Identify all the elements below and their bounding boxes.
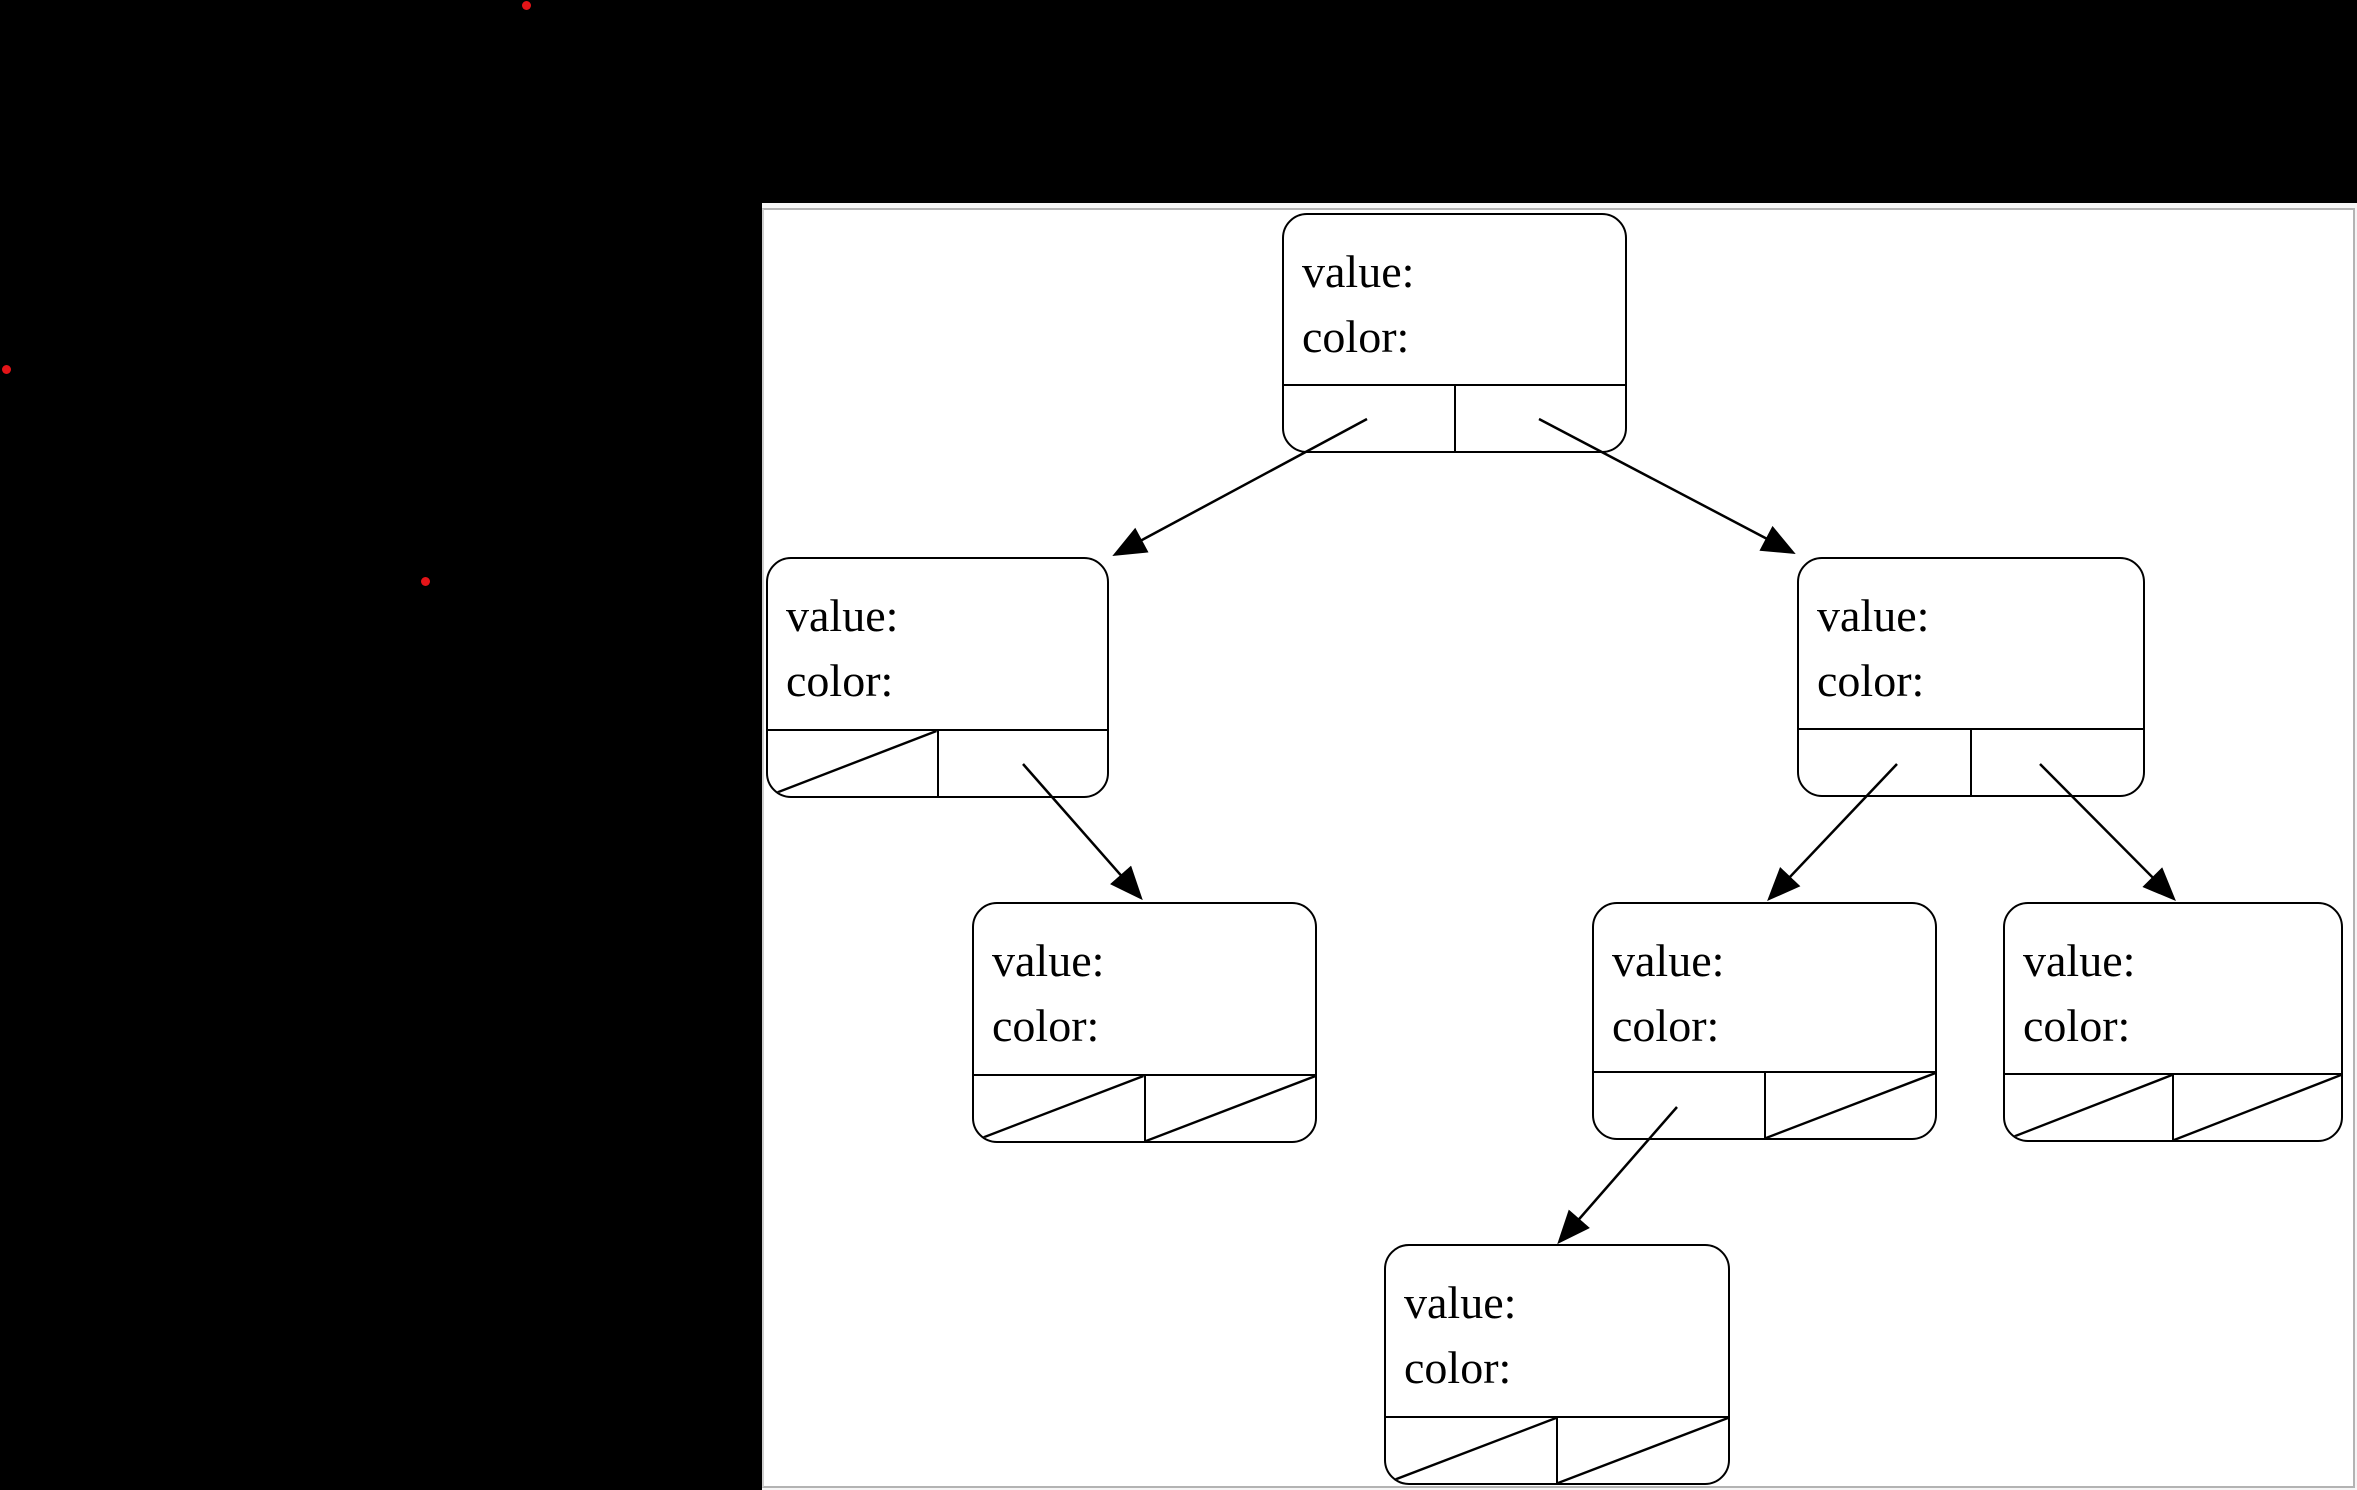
color-field-label: color: [2023, 1000, 2131, 1051]
value-field-label: value: [1817, 590, 1930, 641]
node-fields: value: color: [768, 559, 1107, 729]
left-pointer-cell [1594, 1073, 1766, 1138]
pointer-row [1284, 384, 1625, 451]
node-fields: value: color: [1594, 904, 1935, 1071]
value-field-label: value: [992, 935, 1105, 986]
null-pointer-slash [768, 731, 937, 796]
left-pointer-cell [1799, 730, 1972, 795]
null-pointer-slash [1558, 1418, 1728, 1483]
tree-node-right-child: value: color: [1797, 557, 2145, 797]
color-field-label: color: [992, 1000, 1100, 1051]
null-pointer-slash [974, 1076, 1144, 1141]
node-fields: value: color: [1799, 559, 2143, 728]
value-field-label: value: [1404, 1277, 1517, 1328]
value-field-label: value: [1612, 935, 1725, 986]
value-field-label: value: [1302, 246, 1415, 297]
null-pointer-slash [1766, 1073, 1936, 1138]
right-pointer-cell [1558, 1418, 1728, 1483]
left-pointer-cell [2005, 1075, 2174, 1140]
left-pointer-cell [1284, 386, 1456, 451]
value-field-label: value: [786, 590, 899, 641]
pointer-row [1386, 1416, 1728, 1483]
tree-node-left-child: value: color: [766, 557, 1109, 798]
pointer-row [768, 729, 1107, 796]
right-pointer-cell [2174, 1075, 2341, 1140]
red-annotation-dot [2, 365, 11, 374]
tree-node-right-left-grandchild: value: color: [1592, 902, 1937, 1140]
color-field-label: color: [1404, 1342, 1512, 1393]
tree-node-left-right-grandchild: value: color: [972, 902, 1317, 1143]
color-field-label: color: [1612, 1000, 1720, 1051]
right-pointer-cell [1972, 730, 2143, 795]
node-fields: value: color: [974, 904, 1315, 1074]
null-pointer-slash [1386, 1418, 1556, 1483]
null-pointer-slash [1146, 1076, 1316, 1141]
left-pointer-cell [1386, 1418, 1558, 1483]
pointer-row [2005, 1073, 2341, 1140]
tree-node-right-right-grandchild: value: color: [2003, 902, 2343, 1142]
null-pointer-slash [2174, 1075, 2341, 1140]
pointer-row [1799, 728, 2143, 795]
color-field-label: color: [1817, 655, 1925, 706]
node-fields: value: color: [1284, 215, 1625, 384]
right-pointer-cell [1146, 1076, 1316, 1141]
pointer-row [974, 1074, 1315, 1141]
right-pointer-cell [1456, 386, 1626, 451]
red-annotation-dot [522, 1, 531, 10]
node-fields: value: color: [1386, 1246, 1728, 1416]
null-pointer-slash [2005, 1075, 2172, 1140]
red-annotation-dot [421, 577, 430, 586]
left-pointer-cell [768, 731, 939, 796]
pointer-row [1594, 1071, 1935, 1138]
tree-node-root: value: color: [1282, 213, 1627, 453]
value-field-label: value: [2023, 935, 2136, 986]
right-pointer-cell [939, 731, 1108, 796]
node-fields: value: color: [2005, 904, 2341, 1073]
left-pointer-cell [974, 1076, 1146, 1141]
color-field-label: color: [786, 655, 894, 706]
tree-node-right-left-left-great-grandchild: value: color: [1384, 1244, 1730, 1485]
right-pointer-cell [1766, 1073, 1936, 1138]
color-field-label: color: [1302, 311, 1410, 362]
